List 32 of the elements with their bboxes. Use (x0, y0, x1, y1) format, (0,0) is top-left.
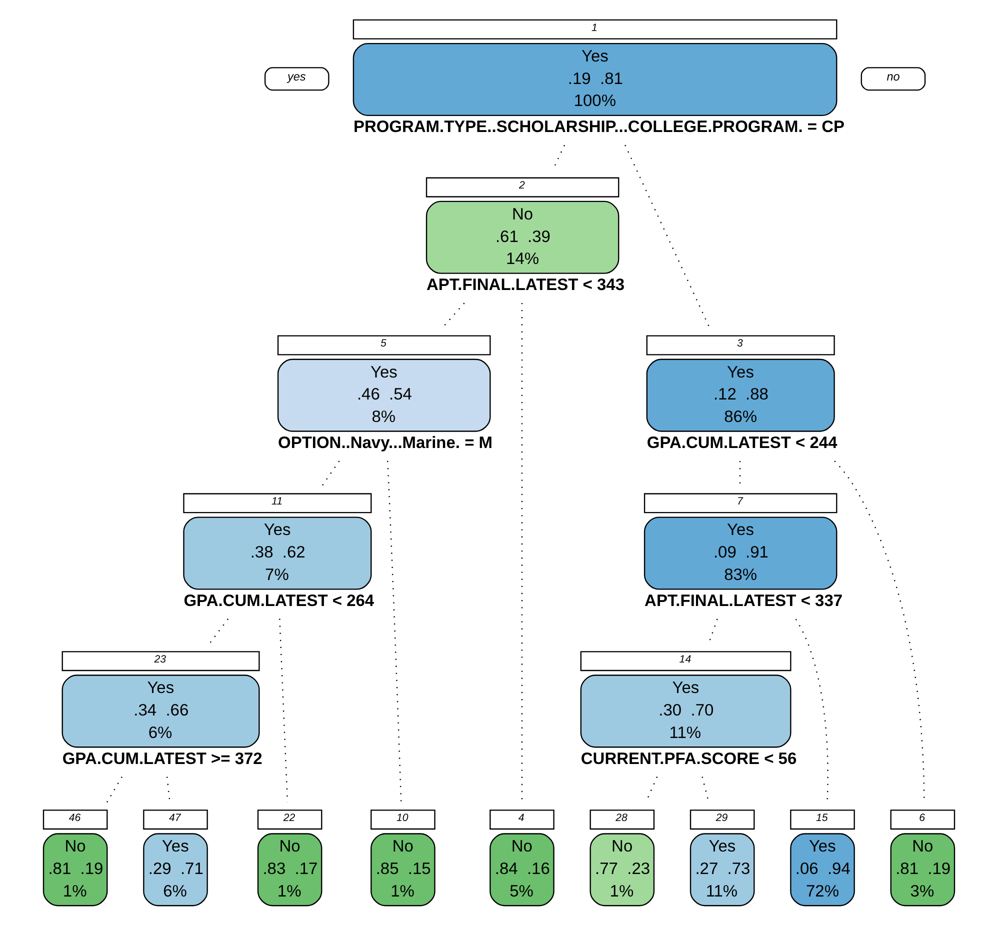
node-label: 28 (615, 812, 627, 824)
node-label: 4 (518, 812, 524, 824)
node-label: 6 (918, 812, 925, 824)
node-label: 7 (736, 496, 742, 508)
node-label: CURRENT.PFA.SCORE < 56 (580, 750, 796, 768)
node-label: 47 (168, 812, 180, 824)
node-label: GPA.CUM.LATEST < 244 (646, 434, 837, 452)
connector (386, 460, 402, 802)
node-label: 10 (396, 812, 408, 824)
label: yes (286, 70, 306, 84)
label: no (886, 70, 900, 84)
node-label: 5 (380, 338, 386, 350)
node-label: 2 (518, 180, 524, 192)
node-label: APT.FINAL.LATEST < 337 (644, 592, 842, 610)
node-label: APT.FINAL.LATEST < 343 (426, 276, 624, 294)
node-label: 22 (282, 812, 295, 824)
node-label: PROGRAM.TYPE..SCHOLARSHIP...COLLEGE.PROGRAM. = CP (352, 118, 844, 136)
connector (106, 776, 122, 803)
node-label: 46 (68, 812, 80, 824)
node-label: 3 (736, 338, 742, 350)
node-label: 23 (154, 653, 166, 666)
node-label: 1 (591, 22, 597, 34)
node-label: 11 (271, 496, 282, 508)
node-label: OPTION..Navy...Marine. = M (278, 434, 492, 452)
node-label: 29 (715, 812, 728, 824)
node-label: GPA.CUM.LATEST >= 372 (62, 750, 262, 768)
connector (624, 144, 710, 329)
node-label: 15 (816, 812, 828, 824)
connector (208, 618, 228, 644)
node-label: GPA.CUM.LATEST < 264 (183, 592, 374, 610)
connector (320, 460, 340, 486)
node-label: 14 (678, 653, 691, 666)
